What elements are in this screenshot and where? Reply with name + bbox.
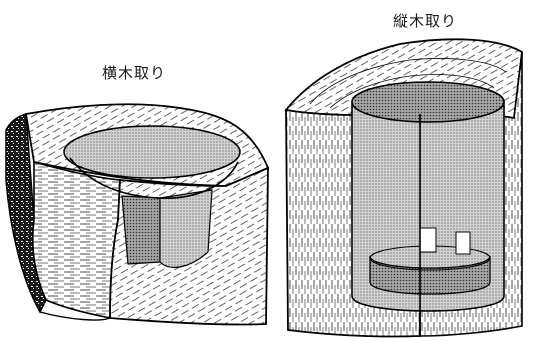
- cup-cutout: [455, 231, 471, 255]
- bowl-body: [69, 157, 239, 199]
- label-horizontal-cut: 横木取り: [102, 64, 167, 82]
- vertical-cut-block: [284, 38, 523, 338]
- cup-body: [351, 101, 505, 312]
- bowl-section: [159, 189, 213, 269]
- label-vertical-cut: 縦木取り: [393, 12, 458, 30]
- cup-cutout: [419, 227, 437, 253]
- horizontal-cut-block: [5, 103, 270, 326]
- cup-rim: [351, 81, 505, 123]
- bowl-rim: [63, 125, 241, 179]
- front-left-face: [31, 160, 121, 319]
- cup-foot: [369, 255, 491, 295]
- bowl-section-side: [121, 195, 161, 265]
